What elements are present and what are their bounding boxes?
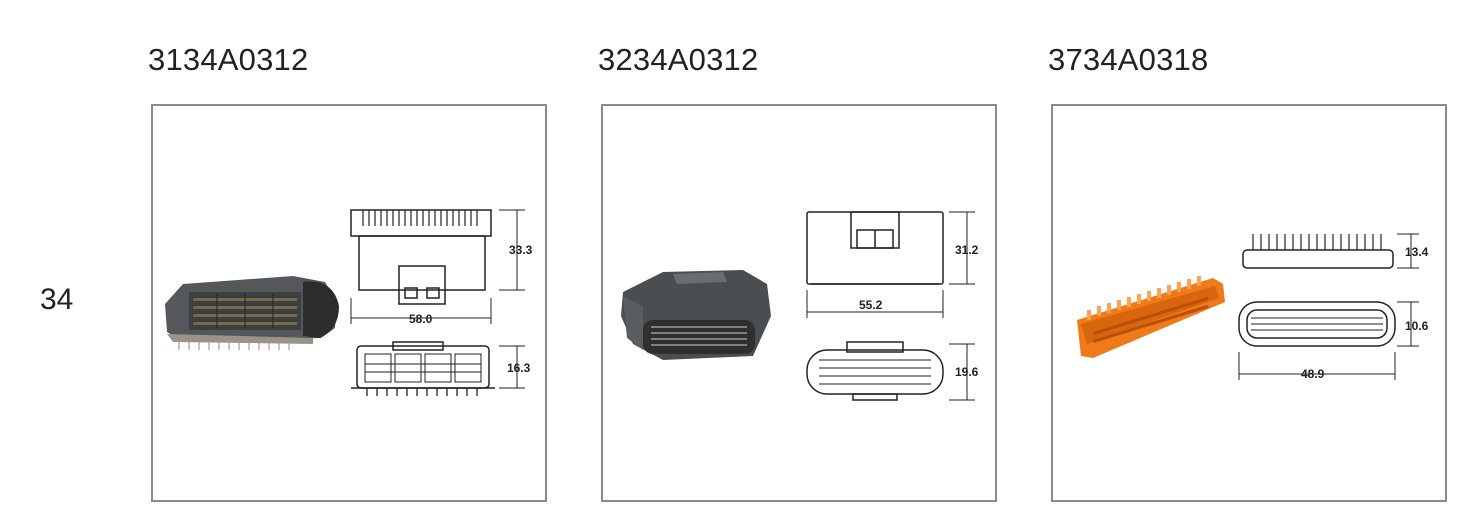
part-number: 3134A0312 <box>148 42 309 77</box>
depth-dimension: 10.6 <box>1405 319 1429 333</box>
depth-dimension: 16.3 <box>507 361 531 375</box>
connector-drawing: 33.3 58.0 <box>165 209 533 396</box>
side-view-drawing <box>350 209 525 324</box>
connector-photo <box>1077 276 1225 358</box>
part-number: 3734A0318 <box>1048 42 1209 77</box>
product-card-2: 3234A0312 <box>598 0 997 519</box>
side-view-drawing <box>806 211 975 318</box>
width-dimension: 48.9 <box>1301 367 1325 381</box>
product-card-1: 3134A0312 <box>148 0 547 519</box>
depth-dimension: 19.6 <box>955 365 979 379</box>
connector-photo <box>621 270 771 360</box>
connector-drawing: 31.2 55.2 19.6 <box>621 211 979 401</box>
product-image-panel: 33.3 58.0 <box>151 104 547 502</box>
connector-photo <box>165 276 339 350</box>
height-dimension: 31.2 <box>955 243 979 257</box>
front-view-drawing <box>1238 301 1419 380</box>
product-image-panel: 13.4 10.6 48.9 <box>1051 104 1447 502</box>
height-dimension: 13.4 <box>1405 245 1429 259</box>
part-number: 3234A0312 <box>598 42 759 77</box>
row-label: 34 <box>40 283 74 316</box>
product-card-3: 3734A0318 <box>1048 0 1447 519</box>
connector-drawing: 13.4 10.6 48.9 <box>1077 233 1429 381</box>
front-view-drawing <box>351 341 525 396</box>
width-dimension: 55.2 <box>859 298 883 312</box>
product-image-panel: 31.2 55.2 19.6 <box>601 104 997 502</box>
front-view-drawing <box>806 341 975 401</box>
height-dimension: 33.3 <box>509 243 533 257</box>
width-dimension: 58.0 <box>409 312 433 326</box>
side-view-drawing <box>1242 233 1419 269</box>
